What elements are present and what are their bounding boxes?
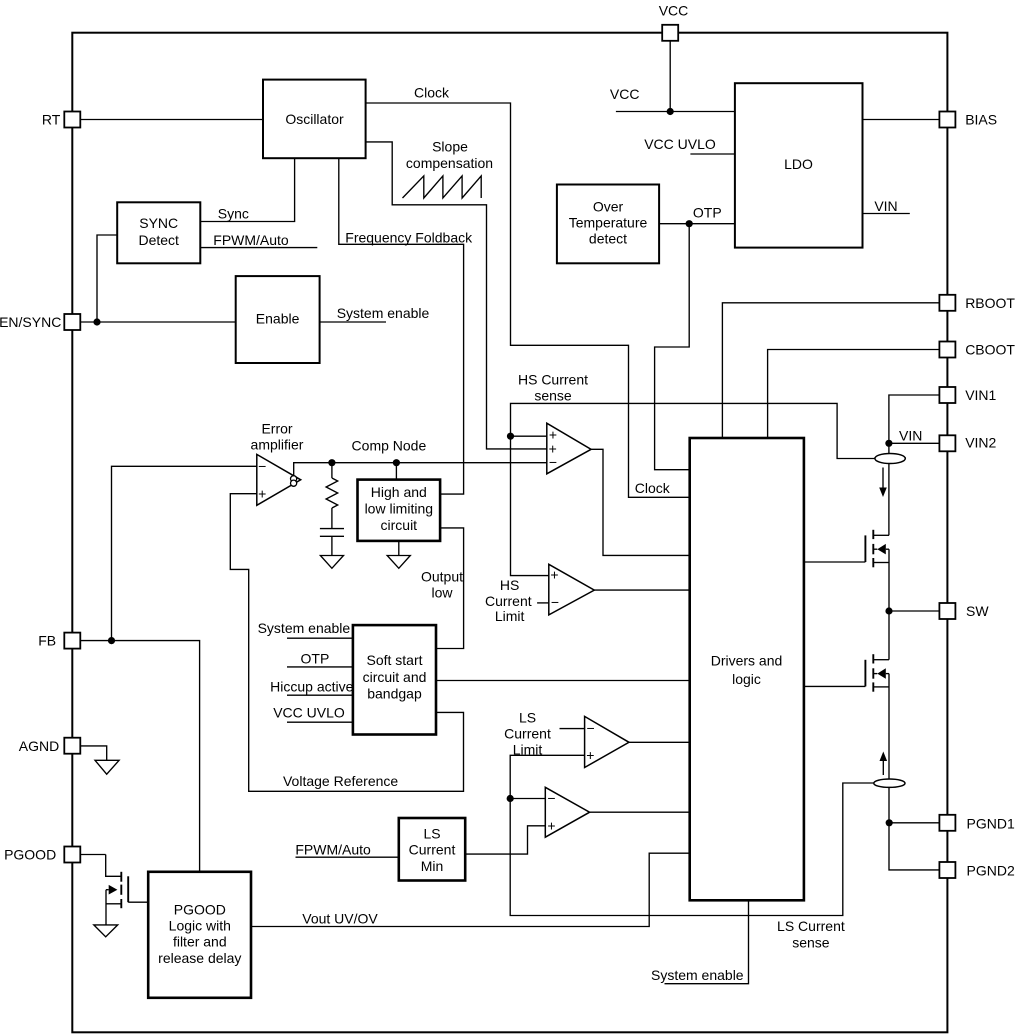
svg-text:+: + (549, 426, 557, 442)
svg-text:SYNC: SYNC (139, 215, 178, 231)
svg-text:+: + (547, 818, 555, 834)
svg-text:FPWM/Auto: FPWM/Auto (213, 232, 289, 248)
svg-text:Enable: Enable (256, 311, 300, 327)
svg-text:Vout UV/OV: Vout UV/OV (302, 911, 378, 927)
svg-text:High and: High and (371, 484, 427, 500)
svg-text:VCC: VCC (610, 86, 640, 102)
svg-text:LS: LS (423, 826, 440, 842)
svg-text:Limit: Limit (513, 741, 543, 757)
svg-text:BIAS: BIAS (965, 112, 997, 128)
svg-text:Clock: Clock (635, 480, 671, 496)
svg-text:Drivers and: Drivers and (711, 653, 783, 669)
svg-text:HS Current: HS Current (518, 372, 588, 388)
svg-text:Oscillator: Oscillator (285, 111, 344, 127)
svg-text:Comp Node: Comp Node (352, 438, 427, 454)
svg-text:+: + (550, 567, 558, 583)
svg-text:FPWM/Auto: FPWM/Auto (295, 842, 371, 858)
svg-text:filter and: filter and (173, 934, 227, 950)
svg-text:FB: FB (38, 633, 56, 649)
svg-text:LDO: LDO (784, 156, 813, 172)
svg-text:Current: Current (485, 593, 532, 609)
svg-text:Voltage Reference: Voltage Reference (283, 773, 398, 789)
svg-text:release delay: release delay (158, 950, 241, 966)
svg-text:amplifier: amplifier (251, 437, 304, 453)
svg-text:VIN: VIN (899, 428, 922, 444)
svg-text:−: − (258, 458, 266, 474)
svg-text:PGOOD: PGOOD (174, 902, 226, 918)
svg-text:−: − (547, 790, 555, 806)
svg-text:PGND1: PGND1 (967, 815, 1015, 831)
svg-text:+: + (549, 441, 557, 457)
svg-text:OTP: OTP (301, 650, 330, 666)
svg-text:Sync: Sync (218, 205, 249, 221)
svg-text:System enable: System enable (651, 967, 744, 983)
svg-text:CBOOT: CBOOT (965, 342, 1015, 358)
svg-text:sense: sense (792, 934, 830, 950)
svg-text:+: + (586, 747, 594, 763)
svg-text:VCC UVLO: VCC UVLO (273, 705, 345, 721)
svg-text:Limit: Limit (495, 608, 525, 624)
svg-text:System enable: System enable (337, 305, 430, 321)
svg-text:Error: Error (261, 420, 292, 436)
svg-text:Current: Current (409, 842, 456, 858)
svg-text:EN/SYNC: EN/SYNC (0, 314, 61, 330)
svg-text:Slope: Slope (432, 138, 468, 154)
svg-text:Min: Min (421, 858, 444, 874)
svg-text:Hiccup active: Hiccup active (270, 679, 353, 695)
svg-text:low limiting: low limiting (365, 501, 433, 517)
svg-text:VIN: VIN (874, 198, 897, 214)
svg-text:Output: Output (421, 569, 463, 585)
svg-text:circuit: circuit (381, 517, 418, 533)
svg-text:VIN1: VIN1 (965, 387, 996, 403)
svg-text:PGND2: PGND2 (967, 862, 1015, 878)
svg-text:SW: SW (966, 603, 989, 619)
svg-text:−: − (551, 594, 559, 610)
svg-text:VIN2: VIN2 (965, 435, 996, 451)
svg-text:−: − (587, 720, 595, 736)
svg-text:Clock: Clock (414, 84, 450, 100)
svg-text:−: − (549, 454, 557, 470)
svg-text:Soft start: Soft start (366, 652, 422, 668)
svg-text:bandgap: bandgap (367, 686, 422, 702)
svg-text:Over: Over (593, 199, 624, 215)
svg-text:AGND: AGND (19, 738, 59, 754)
svg-text:low: low (431, 585, 453, 601)
svg-text:+: + (258, 486, 266, 502)
svg-text:OTP: OTP (693, 204, 722, 220)
svg-text:circuit and: circuit and (363, 669, 427, 685)
svg-text:sense: sense (534, 388, 572, 404)
svg-text:RBOOT: RBOOT (965, 295, 1015, 311)
svg-text:LS: LS (519, 710, 536, 726)
svg-text:compensation: compensation (406, 155, 493, 171)
svg-text:Current: Current (504, 725, 551, 741)
svg-text:VCC: VCC (659, 3, 689, 19)
svg-text:RT: RT (42, 112, 61, 128)
svg-text:Detect: Detect (138, 232, 179, 248)
svg-text:Frequency Foldback: Frequency Foldback (345, 229, 473, 245)
svg-text:Temperature: Temperature (569, 215, 648, 231)
svg-text:PGOOD: PGOOD (4, 847, 56, 863)
svg-text:logic: logic (732, 671, 761, 687)
svg-text:VCC UVLO: VCC UVLO (644, 136, 716, 152)
svg-text:HS: HS (500, 577, 519, 593)
svg-text:System enable: System enable (258, 620, 351, 636)
svg-text:LS Current: LS Current (777, 918, 845, 934)
svg-text:Logic with: Logic with (169, 918, 231, 934)
svg-text:detect: detect (589, 231, 627, 247)
